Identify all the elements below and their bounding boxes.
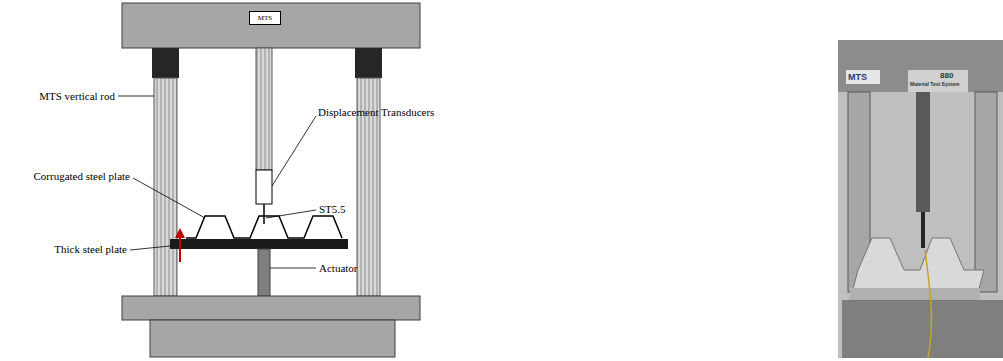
photo-text: 880 xyxy=(940,71,953,81)
photo-text: Material Test System xyxy=(910,81,959,88)
part-label: ST5.5 xyxy=(319,203,346,216)
part-label: Displacement Transducers xyxy=(318,106,434,119)
nameplate-text: MTS xyxy=(258,14,272,22)
part-label: Actuator xyxy=(319,262,357,275)
part-label: Corrugated steel plate xyxy=(33,170,130,183)
part-label: Thick steel plate xyxy=(54,243,127,256)
photo-text: MTS xyxy=(848,72,867,83)
mts-nameplate: MTS xyxy=(249,11,281,25)
part-label: MTS vertical rod xyxy=(39,90,115,103)
